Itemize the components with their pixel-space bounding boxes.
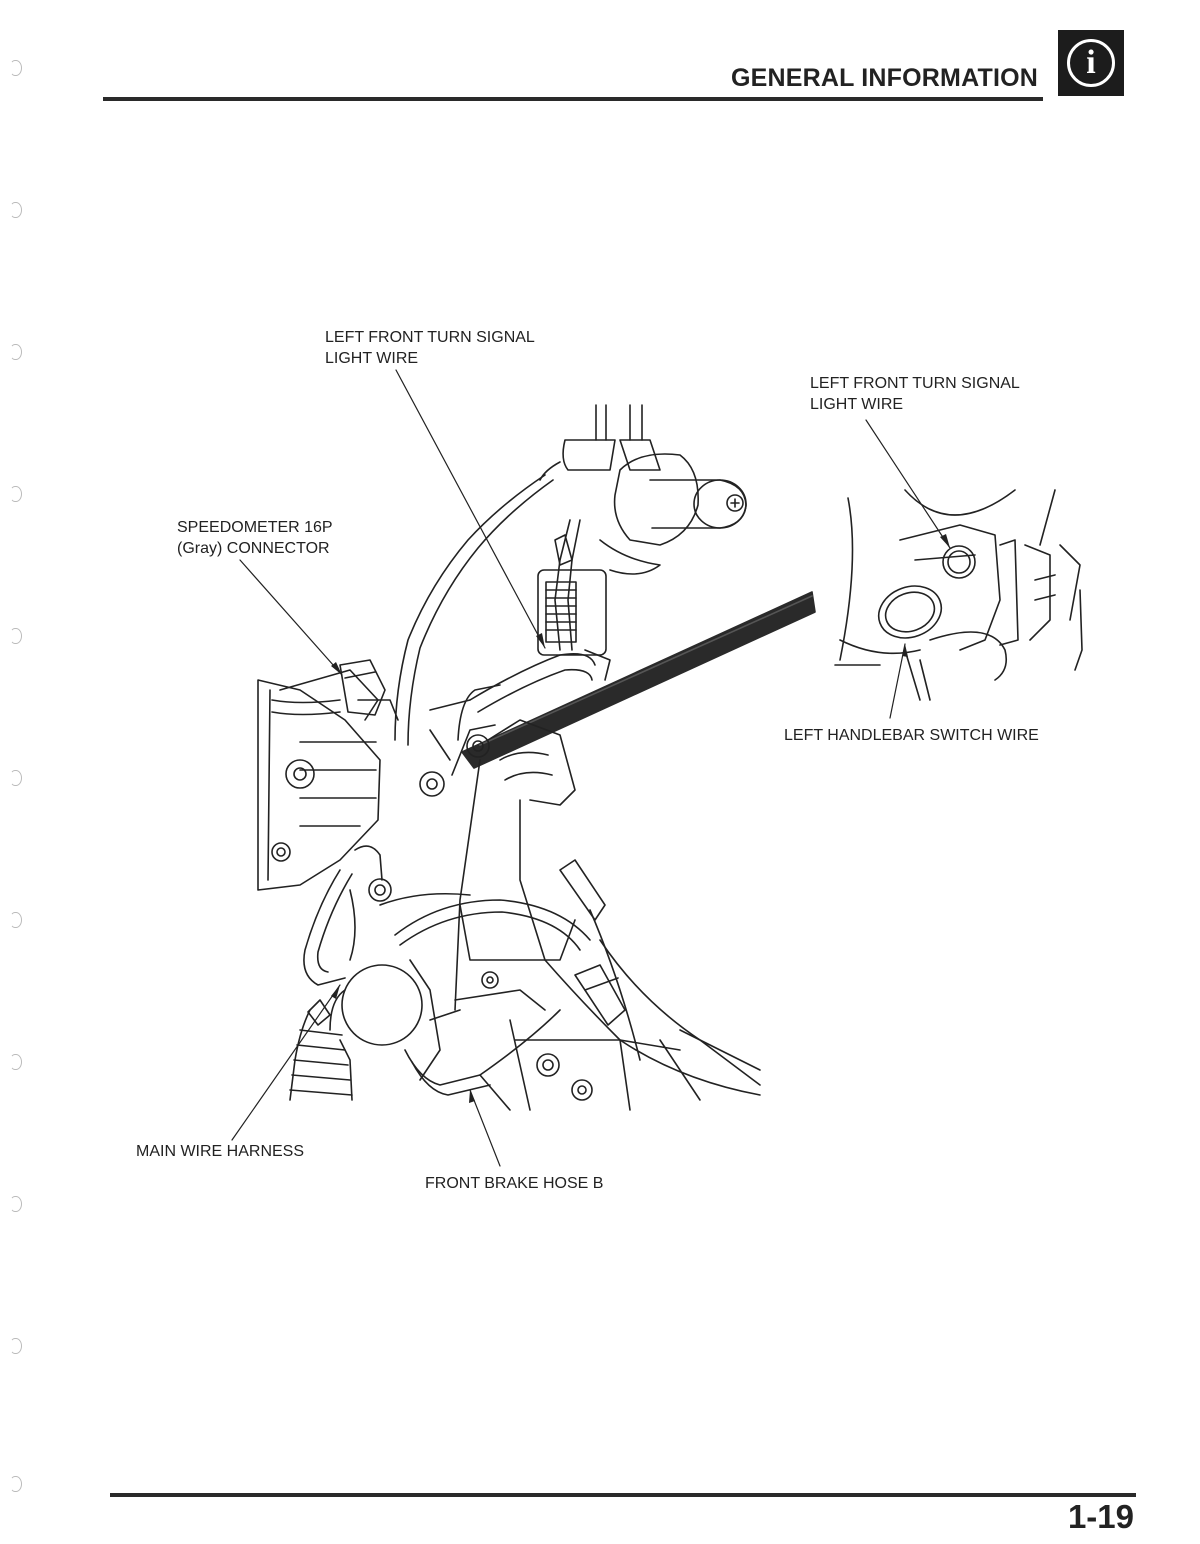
corrugated-boot (289, 999, 353, 1101)
label-main-wire-harness: MAIN WIRE HARNESS (136, 1143, 305, 1160)
handlebar-tube (562, 404, 661, 471)
binder-hole (10, 60, 22, 76)
harness-bundle (429, 652, 596, 776)
binder-hole (10, 486, 22, 502)
leader-lines (231, 369, 951, 1167)
section-title: GENERAL INFORMATION (730, 64, 1038, 92)
leader-arrowheads (331, 534, 950, 1103)
footer-rule (110, 1493, 1136, 1497)
binder-hole (10, 1196, 22, 1212)
label-left-front-turn-signal-wire: LEFT FRONT TURN SIGNAL LIGHT WIRE (325, 329, 535, 367)
mounting-stay (461, 591, 816, 769)
speedometer-connector (339, 659, 399, 721)
switch-housing-knob (599, 453, 747, 575)
binder-hole (10, 628, 22, 644)
label-inset-turn-signal-wire: LEFT FRONT TURN SIGNAL LIGHT WIRE (810, 375, 1020, 413)
label-left-handlebar-switch-wire: LEFT HANDLEBAR SWITCH WIRE (784, 727, 1039, 744)
label-speedometer-connector: SPEEDOMETER 16P (Gray) CONNECTOR (177, 519, 333, 557)
binder-hole (10, 912, 22, 928)
inset-detail (834, 489, 1083, 701)
header-rule (103, 97, 1043, 101)
label-front-brake-hose: FRONT BRAKE HOSE B (425, 1175, 604, 1192)
steering-stem (419, 719, 576, 1011)
info-icon: i (1067, 39, 1115, 87)
page-number: 1-19 (1067, 1498, 1134, 1535)
control-cables (394, 461, 581, 746)
binder-hole (10, 1476, 22, 1492)
lower-wiring (303, 845, 591, 986)
binder-hole (10, 344, 22, 360)
binder-hole (10, 770, 22, 786)
binder-hole (10, 1338, 22, 1354)
side-connectors (544, 859, 761, 1101)
binder-hole (10, 1054, 22, 1070)
meter-bracket (257, 669, 381, 891)
info-badge: i (1058, 30, 1124, 96)
binder-hole (10, 202, 22, 218)
lower-body-round (329, 959, 441, 1081)
master-cylinder-block (537, 534, 611, 681)
